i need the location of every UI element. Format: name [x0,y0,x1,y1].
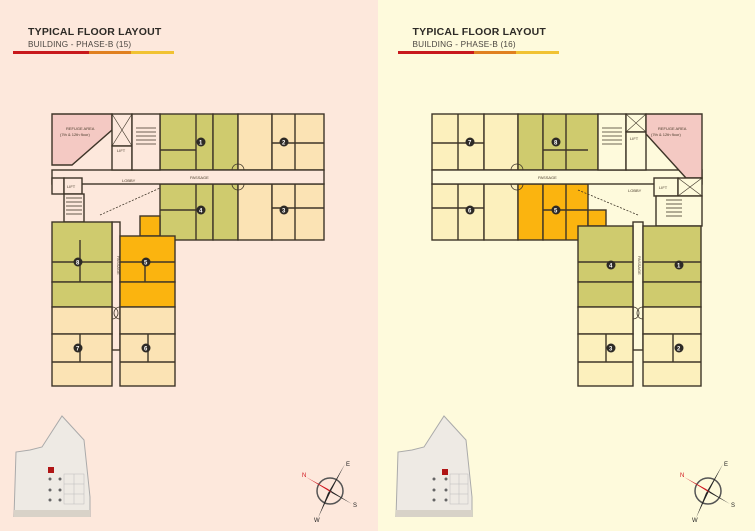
svg-text:S: S [353,503,357,509]
unit-1-area [641,225,702,283]
svg-text:1: 1 [677,264,681,270]
lift-label: LIFT [67,184,76,189]
refuge-label: REFUGE AREA [658,126,687,131]
panel-title: TYPICAL FLOOR LAYOUT [412,26,547,38]
svg-text:4: 4 [199,209,203,215]
svg-text:5: 5 [144,261,148,267]
unit-markers: 1 2 3 4 5 6 7 8 [465,137,683,353]
svg-text:W: W [692,518,698,522]
lift-label: LIFT [659,185,668,190]
svg-text:4: 4 [609,264,613,270]
unit-7-area [51,333,113,387]
unit-markers: 1 2 3 4 5 6 7 8 [73,137,289,353]
unit-8-area [541,113,599,171]
svg-text:3: 3 [609,347,613,353]
title-block: TYPICAL FLOOR LAYOUT BUILDING - PHASE-B … [28,26,162,49]
svg-text:6: 6 [144,347,148,353]
floor-plan-drawing: REFUGE AREA (7th & 12th floor) LIFT LIFT… [51,113,325,387]
lift-label: LIFT [630,136,639,141]
passage-label: PASSAGE [538,175,557,180]
passage-label: PASSAGE [190,175,209,180]
svg-text:8: 8 [554,141,558,147]
title-rule [397,51,559,54]
refuge-label: REFUGE AREA [66,126,95,131]
svg-text:W: W [314,518,320,522]
unit-2-area [641,333,702,387]
refuge-floors: (7th & 12th floor) [651,132,681,137]
panel-subtitle: BUILDING - PHASE-B (16) [412,40,516,49]
svg-text:E: E [346,462,350,468]
unit-4-area [159,183,214,241]
svg-text:2: 2 [282,141,286,147]
unit-8-area [51,221,113,283]
compass-rose-icon: N E S W [302,462,357,522]
svg-text:2: 2 [677,347,681,353]
svg-text:N: N [680,473,684,479]
unit-4-area [576,225,634,283]
svg-text:3: 3 [282,209,286,215]
title-rule [13,51,174,54]
panel-title: TYPICAL FLOOR LAYOUT [28,26,162,38]
svg-text:S: S [731,503,735,509]
site-key-plan-icon [13,415,91,517]
floor-plan-panel-16: TYPICAL FLOOR LAYOUT BUILDING - PHASE-B … [377,0,755,531]
site-key-plan-icon [394,415,472,517]
svg-text:1: 1 [199,141,203,147]
svg-text:6: 6 [468,209,472,215]
lift-label: LIFT [117,148,126,153]
svg-text:5: 5 [554,209,558,215]
svg-text:8: 8 [76,261,80,267]
svg-text:7: 7 [468,141,472,147]
panel-subtitle: BUILDING - PHASE-B (15) [28,40,132,49]
passage-label: PASSAGE [637,256,642,275]
svg-text:N: N [302,473,306,479]
floor-plan-drawing: REFUGE AREA (7th & 12th floor) LIFT LIFT… [430,113,703,387]
passage-label: PASSAGE [116,256,121,275]
unit-3-area [271,183,325,241]
compass-rose-icon: N E S W [680,462,735,522]
svg-text:7: 7 [76,347,80,353]
svg-text:E: E [724,462,728,468]
floor-plan-panel-15: TYPICAL FLOOR LAYOUT BUILDING - PHASE-B … [0,0,378,531]
title-block: TYPICAL FLOOR LAYOUT BUILDING - PHASE-B … [413,26,547,49]
lobby-label: LOBBY [628,188,642,193]
refuge-floors: (7th & 12th floor) [60,132,90,137]
lobby-label: LOBBY [122,178,136,183]
